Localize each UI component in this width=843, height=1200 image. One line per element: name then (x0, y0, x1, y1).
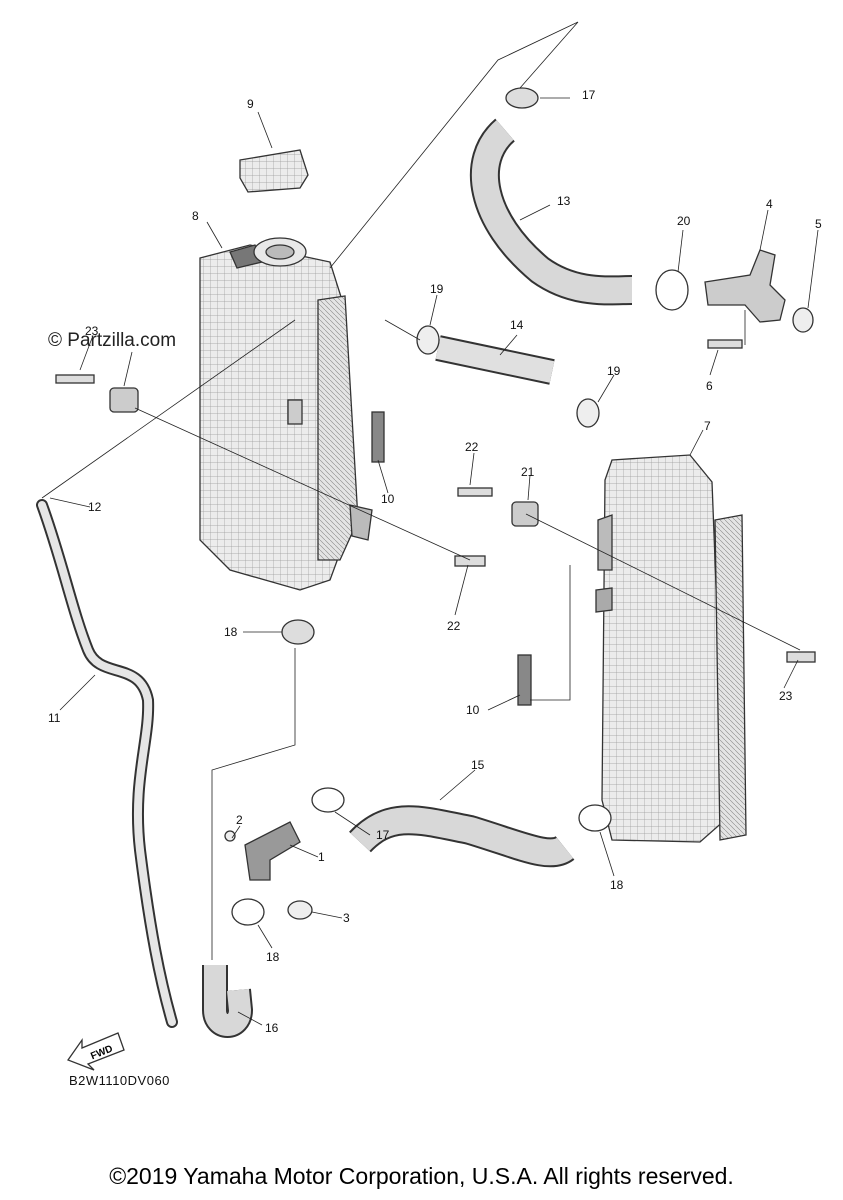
callout-8: 8 (192, 209, 199, 223)
callout-10-lower: 10 (466, 703, 480, 717)
left-radiator (199, 237, 385, 591)
callout-23-left: 23 (85, 324, 99, 338)
callout-2: 2 (236, 813, 243, 827)
callout-18-upper: 18 (224, 625, 238, 639)
callout-15: 15 (471, 758, 485, 772)
callout-20: 20 (677, 214, 691, 228)
callout-10-upper: 10 (381, 492, 395, 506)
hose-clamps (55, 87, 816, 926)
callout-11: 11 (48, 711, 61, 725)
callout-3: 3 (343, 911, 350, 925)
callout-4: 4 (766, 197, 773, 211)
callouts: 9 8 17 13 20 4 5 6 19 14 19 7 22 21 10 1… (48, 88, 822, 1035)
callout-13: 13 (557, 194, 571, 208)
callout-22-top: 22 (465, 440, 479, 454)
leader-lines (41, 21, 819, 1026)
callout-21: 21 (521, 465, 535, 479)
diagram-code: B2W1110DV060 (69, 1073, 170, 1088)
callout-22-bottom: 22 (447, 619, 461, 633)
copyright-notice: ©2019 Yamaha Motor Corporation, U.S.A. A… (109, 1163, 734, 1189)
callout-14: 14 (510, 318, 524, 332)
callout-18-right: 18 (610, 878, 624, 892)
radiator-cap (239, 149, 309, 193)
right-radiator (517, 454, 747, 843)
t-joint-4 (704, 249, 786, 323)
partzilla-watermark: © Partzilla.com (48, 330, 177, 351)
callout-12: 12 (88, 500, 102, 514)
callout-19-left: 19 (430, 282, 444, 296)
callout-16: 16 (265, 1021, 279, 1035)
callout-9: 9 (247, 97, 254, 111)
callout-6: 6 (706, 379, 713, 393)
callout-23-right: 23 (779, 689, 793, 703)
callout-18-lower: 18 (266, 950, 280, 964)
callout-5: 5 (815, 217, 822, 231)
forward-arrow-icon: FWD (66, 1032, 125, 1071)
callout-1: 1 (318, 850, 325, 864)
callout-7: 7 (704, 419, 711, 433)
callout-19-right: 19 (607, 364, 621, 378)
callout-17-top: 17 (582, 88, 596, 102)
elbow-fitting-1 (244, 821, 301, 881)
callout-17-bottom: 17 (376, 828, 390, 842)
